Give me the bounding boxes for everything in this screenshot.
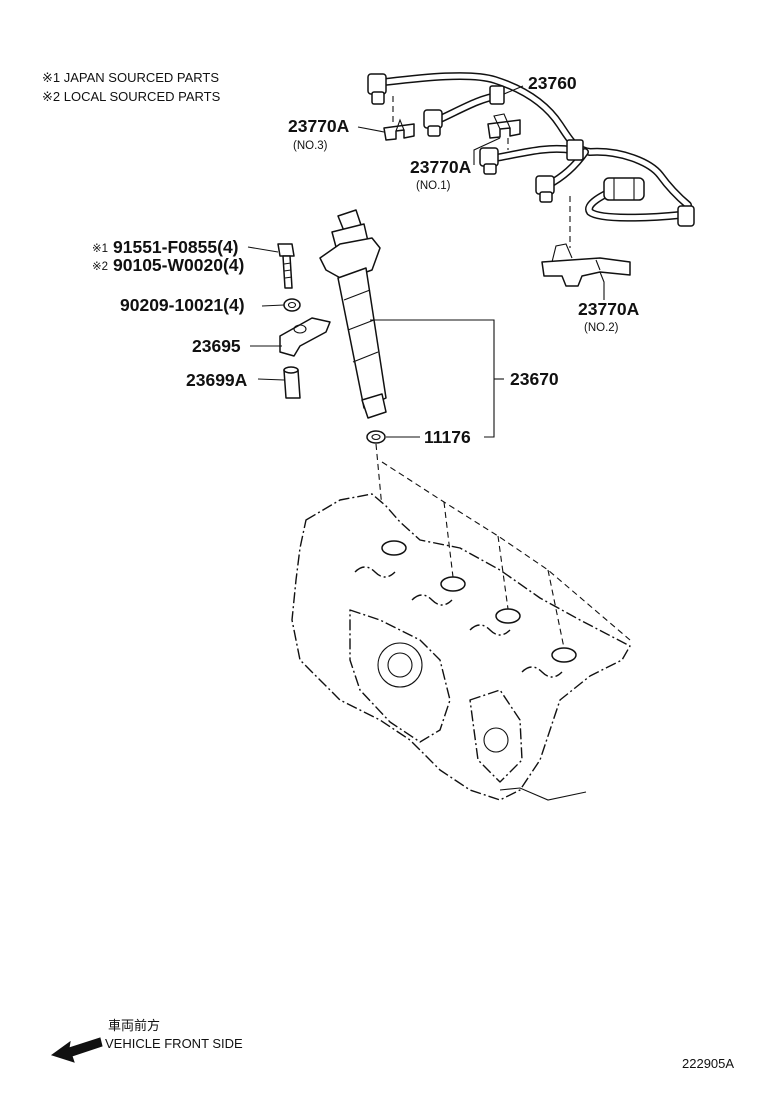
label-bolt-local: 90105-W0020(4) (113, 255, 244, 275)
clamp-no1-drawing (487, 113, 521, 150)
injector-clamp-drawing (279, 317, 331, 357)
clamp-no2-drawing (541, 243, 631, 287)
note-japan-sourced: ※1 JAPAN SOURCED PARTS (42, 70, 219, 85)
bolt-drawing (277, 243, 295, 289)
direction-label-en: VEHICLE FRONT SIDE (105, 1036, 243, 1051)
label-washer: 90209-10021(4) (120, 295, 245, 315)
label-wire-harness: 23760 (528, 73, 577, 93)
label-bolt-japan: 91551-F0855(4) (113, 237, 239, 257)
label-japan-mark: ※1 (92, 243, 108, 255)
direction-label-jp: 車両前方 (108, 1018, 160, 1033)
label-clamp-no1: 23770A (410, 157, 472, 177)
front-direction-arrow-icon (50, 1037, 103, 1063)
label-gasket: 11176 (424, 427, 471, 447)
injector-drawing (319, 209, 387, 419)
label-clamp-no3: 23770A (288, 116, 350, 136)
clamp-no3-drawing (383, 118, 415, 141)
label-injector: 23670 (510, 369, 559, 389)
note-local-sourced: ※2 LOCAL SOURCED PARTS (42, 89, 221, 104)
label-clamp-no3-sub: (NO.3) (293, 140, 328, 152)
label-local-mark: ※2 (92, 261, 108, 273)
label-clamp-no2: 23770A (578, 299, 640, 319)
label-clamp-no1-sub: (NO.1) (416, 180, 451, 192)
cylinder-head-drawing (291, 461, 631, 801)
diagram-id: 222905A (682, 1056, 734, 1071)
label-collar: 23699A (186, 370, 248, 390)
wire-harness-drawing (367, 72, 695, 248)
label-clamp-no2-sub: (NO.2) (584, 322, 619, 334)
label-injector-clamp: 23695 (192, 336, 241, 356)
leader-lines (247, 85, 605, 438)
collar-drawing (283, 366, 301, 399)
washer-drawing (283, 298, 301, 312)
